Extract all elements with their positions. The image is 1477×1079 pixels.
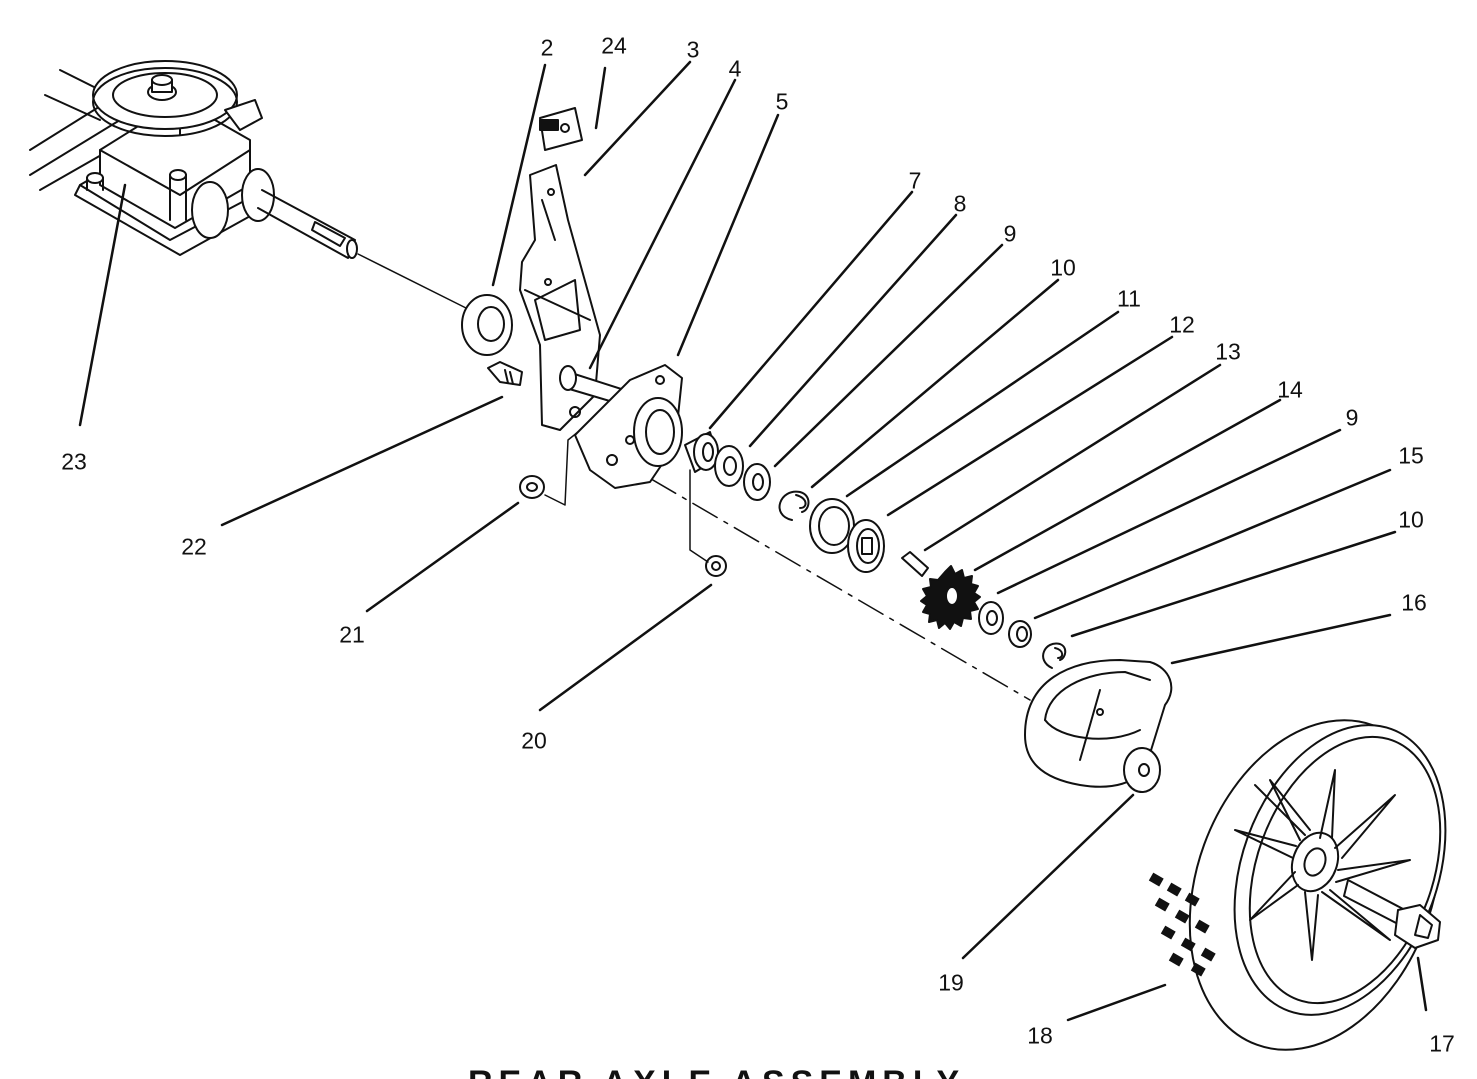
- callout-2: 2: [540, 34, 554, 61]
- callout-14: 14: [1277, 376, 1303, 403]
- flat-washer-1: [714, 445, 744, 487]
- callout-21: 21: [339, 621, 365, 648]
- height-adjust-bracket: [519, 164, 601, 431]
- diagram-title-strip: REAR AXLE ASSEMBLY: [468, 1066, 1028, 1079]
- hex-nut-left: [519, 475, 545, 499]
- callout-15: 15: [1398, 442, 1424, 469]
- callout-3: 3: [686, 36, 700, 63]
- carriage-bolt: [487, 361, 523, 386]
- small-bushing: [1008, 620, 1032, 648]
- diagram-title: REAR AXLE ASSEMBLY: [468, 1066, 1028, 1079]
- leader-lines: [78, 60, 1428, 1022]
- hub-washer: [1123, 747, 1161, 793]
- callout-23: 23: [61, 448, 87, 475]
- bushing: [684, 431, 719, 473]
- retaining-ring-1: [778, 490, 810, 521]
- wave-washer-1: [743, 463, 771, 501]
- drive-key: [901, 551, 929, 577]
- spacer-ring: [809, 498, 855, 554]
- callout-17: 17: [1429, 1030, 1455, 1057]
- callout-13: 13: [1215, 338, 1241, 365]
- callout-19: 19: [938, 969, 964, 996]
- transmission-housing: [29, 60, 358, 259]
- wheel-shoulder-bolt: [1343, 879, 1441, 949]
- callout-5: 5: [775, 88, 789, 115]
- callout-10b: 10: [1398, 506, 1424, 533]
- callout-20: 20: [521, 727, 547, 754]
- rear-wheel: [1148, 719, 1447, 1051]
- axle-seal: [461, 294, 513, 356]
- bearing-housing-plate: [574, 364, 683, 489]
- retaining-ring-2: [1042, 642, 1067, 669]
- callout-24: 24: [601, 32, 627, 59]
- callout-18: 18: [1027, 1022, 1053, 1049]
- callout-9b: 9: [1345, 404, 1359, 431]
- callout-12: 12: [1169, 311, 1195, 338]
- callout-8: 8: [953, 190, 967, 217]
- callout-16: 16: [1401, 589, 1427, 616]
- callout-9: 9: [1003, 220, 1017, 247]
- callout-11: 11: [1117, 285, 1141, 312]
- pinion-gear: [920, 565, 981, 630]
- callout-22: 22: [181, 533, 207, 560]
- callout-10: 10: [1050, 254, 1076, 281]
- wheel-height-tab: [539, 107, 583, 151]
- hex-nut-bottom: [705, 555, 727, 577]
- ratchet-bearing: [847, 519, 885, 573]
- callout-7: 7: [908, 167, 922, 194]
- callout-4: 4: [728, 55, 742, 82]
- assembly-axis-line: [357, 253, 1031, 701]
- wave-washer-2: [978, 601, 1004, 635]
